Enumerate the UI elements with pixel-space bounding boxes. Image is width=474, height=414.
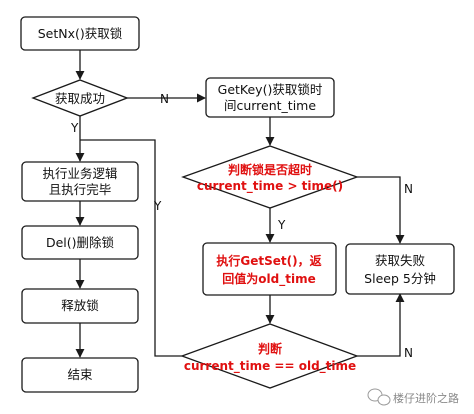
edge-label-compare-no: N: [404, 346, 413, 360]
edge-label-success-yes: Y: [70, 121, 79, 135]
edge-label-expired-yes: Y: [277, 218, 286, 232]
edge-label-compare-yes: Y: [153, 199, 162, 213]
node-success-label: 获取成功: [55, 91, 105, 106]
node-release-label: 释放锁: [61, 298, 99, 313]
node-success-decision: [31, 79, 129, 117]
node-fail-label-2: Sleep 5分钟: [364, 271, 436, 286]
node-business: [21, 161, 139, 202]
node-release: [21, 288, 139, 324]
node-getkey-label-2: 间current_time: [224, 98, 316, 113]
node-expired-decision: [181, 145, 359, 209]
node-compare-label-2: current_time == old_time: [184, 359, 356, 374]
node-business-label-2: 且执行完毕: [49, 182, 112, 197]
node-setnx-label: SetNx()获取锁: [38, 26, 123, 41]
edge-label-expired-no: N: [404, 182, 413, 196]
node-getkey-label-1: GetKey()获取锁时: [218, 82, 323, 97]
watermark-text: 楼仔进阶之路: [393, 391, 459, 405]
edge-label-success-no: N: [160, 92, 169, 106]
node-setnx: [20, 16, 140, 51]
node-del: [21, 225, 139, 260]
edge-expired-to-fail: [357, 176, 405, 244]
node-fail: [345, 243, 455, 295]
node-del-label: Del()删除锁: [46, 235, 115, 250]
node-getset-label-1: 执行GetSet()，返: [216, 253, 321, 268]
edge-compare-to-business: [80, 139, 182, 357]
node-expired-label-1: 判断锁是否超时: [228, 162, 312, 177]
node-getset-label-2: 回值为old_time: [222, 271, 315, 287]
node-compare-label-1: 判断: [258, 341, 282, 356]
node-getkey: [205, 77, 335, 118]
watermark: 楼仔进阶之路: [367, 388, 459, 406]
node-business-label-1: 执行业务逻辑: [42, 166, 117, 181]
edge-compare-to-fail: [357, 293, 405, 357]
node-expired-label-2: current_time > time(): [197, 179, 343, 194]
node-compare-decision: [180, 323, 359, 389]
node-end-label: 结束: [67, 367, 93, 382]
node-end: [21, 357, 139, 393]
node-fail-label-1: 获取失败: [375, 253, 426, 268]
wechat-icon: [367, 388, 391, 406]
node-getset: [202, 242, 337, 296]
